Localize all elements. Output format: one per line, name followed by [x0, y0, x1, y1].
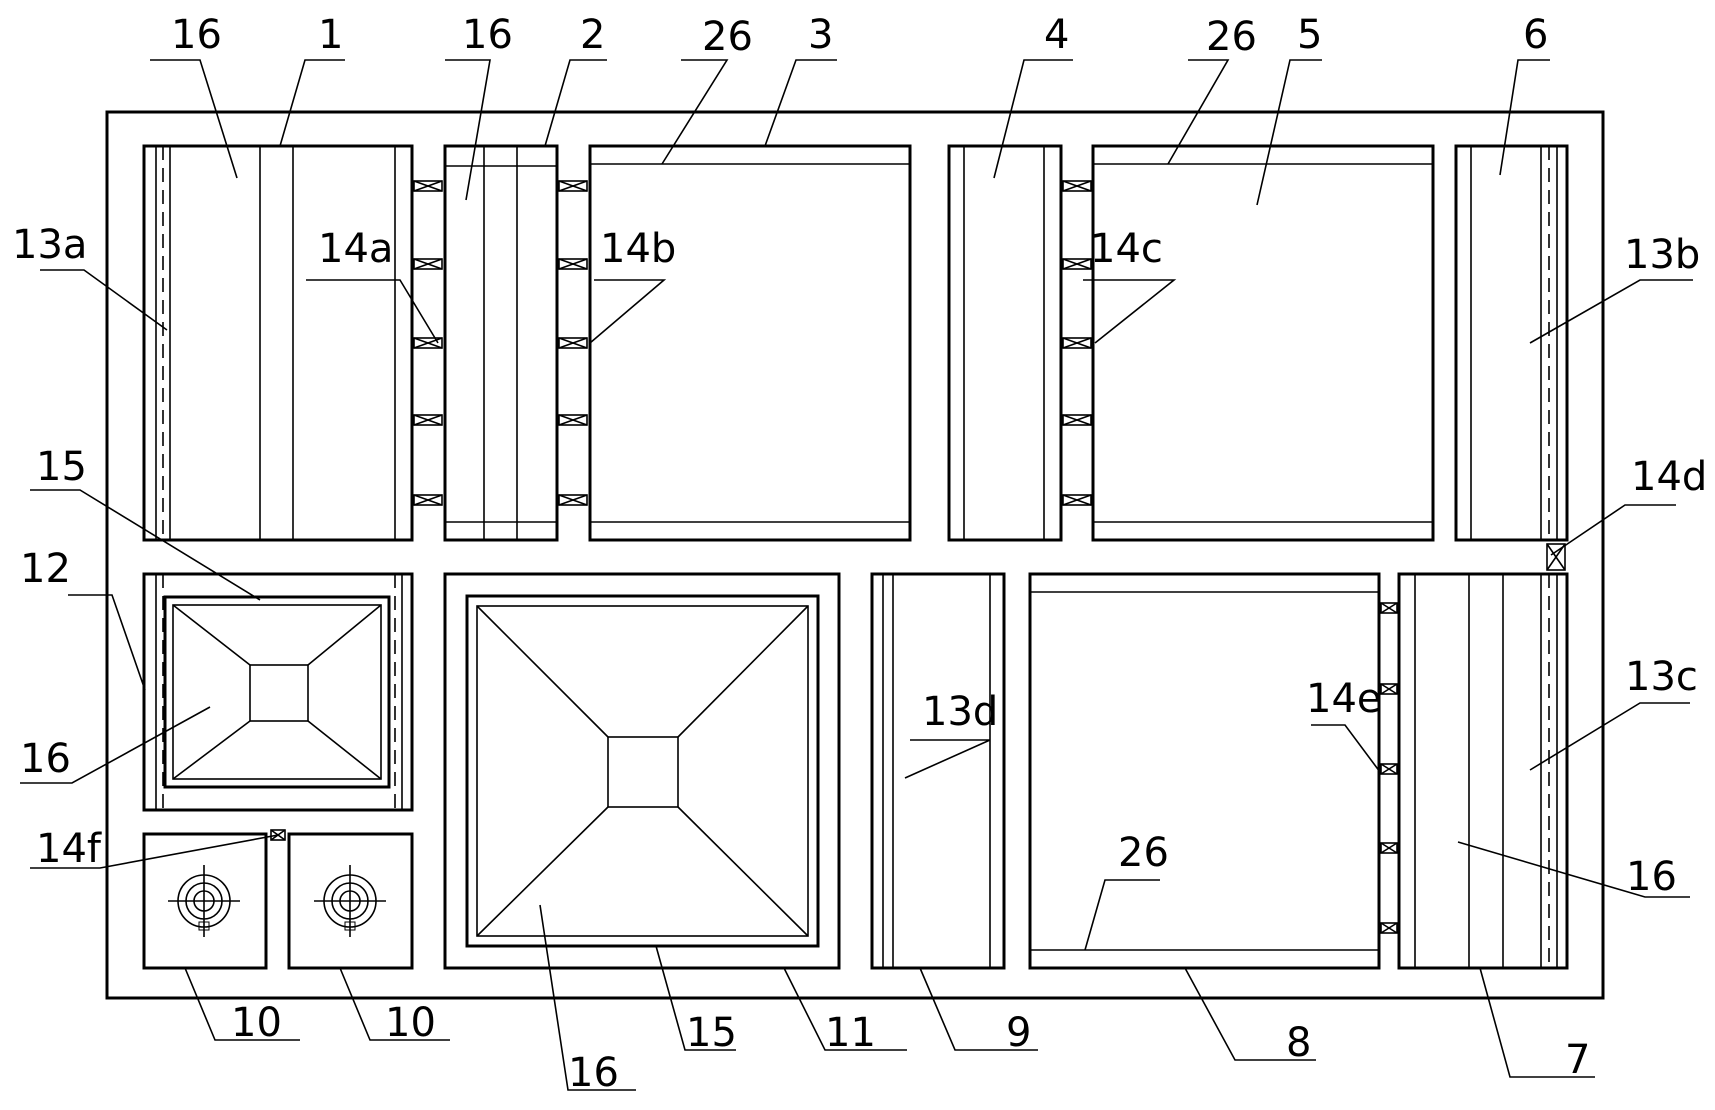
valve-symbol	[413, 258, 443, 270]
valve-cross	[1062, 494, 1092, 506]
component-12	[142, 572, 414, 812]
label-13a: 13a	[12, 222, 87, 268]
label-13c: 13c	[1625, 654, 1698, 700]
component-2	[443, 144, 559, 542]
label-14c: 14c	[1090, 226, 1163, 272]
valve-cross	[1380, 842, 1398, 854]
label-10: 10	[385, 1000, 436, 1046]
valve-cross	[1380, 602, 1398, 614]
component-9	[870, 572, 1006, 970]
valve-group	[270, 180, 1566, 934]
label-16: 16	[568, 1050, 619, 1096]
valve-symbol	[558, 494, 588, 506]
label-11: 11	[825, 1010, 876, 1056]
valve-cross	[413, 337, 443, 349]
valve-cross	[1380, 922, 1398, 934]
valve-cross	[413, 494, 443, 506]
valve-cross	[413, 414, 443, 426]
valve-cross	[413, 180, 443, 192]
valve-cross	[1062, 180, 1092, 192]
valve-symbol	[558, 258, 588, 270]
valve-symbol	[270, 829, 286, 841]
valve-symbol	[1546, 543, 1566, 571]
leader-lines	[20, 59, 1693, 1091]
valve-symbol	[413, 337, 443, 349]
valve-cross	[558, 180, 588, 192]
valve-symbol	[1062, 258, 1092, 270]
valve-cross	[558, 494, 588, 506]
label-group: 16 1 16 2 26 3 4 26 5 6 13a 14a 14b 14c …	[12, 12, 1707, 1096]
label-14d: 14d	[1631, 454, 1707, 500]
valve-symbol	[413, 494, 443, 506]
component-7	[1397, 572, 1569, 970]
label-12: 12	[20, 546, 71, 592]
component-4	[947, 144, 1063, 542]
valve-symbol	[1380, 922, 1398, 934]
component-10-left	[142, 832, 268, 970]
label-15: 15	[686, 1010, 737, 1056]
label-16: 16	[462, 12, 513, 58]
valve-cross	[558, 337, 588, 349]
valve-symbol	[1062, 180, 1092, 192]
valve-symbol	[558, 337, 588, 349]
component-10-right	[287, 832, 414, 970]
label-16: 16	[1626, 854, 1677, 900]
valve-symbol	[1380, 842, 1398, 854]
component-1	[142, 144, 414, 542]
label-14a: 14a	[318, 226, 393, 272]
valve-symbol	[558, 180, 588, 192]
label-6: 6	[1523, 12, 1548, 58]
label-14e: 14e	[1306, 676, 1382, 722]
label-10: 10	[231, 1000, 282, 1046]
valve-cross	[1380, 683, 1398, 695]
valve-cross	[558, 414, 588, 426]
component-6	[1454, 144, 1569, 542]
valve-cross	[1380, 763, 1398, 775]
label-26: 26	[1118, 830, 1169, 876]
valve-symbol	[1380, 602, 1398, 614]
component-8	[1028, 572, 1381, 970]
valve-cross	[1062, 258, 1092, 270]
label-15: 15	[36, 444, 87, 490]
valve-symbol	[1380, 763, 1398, 775]
valve-symbol	[413, 180, 443, 192]
valve-cross	[558, 258, 588, 270]
label-5: 5	[1297, 12, 1322, 58]
label-1: 1	[318, 12, 343, 58]
valve-cross	[1062, 337, 1092, 349]
label-3: 3	[808, 12, 833, 58]
outer-frame	[105, 110, 1605, 1000]
label-16: 16	[171, 12, 222, 58]
label-16: 16	[20, 736, 71, 782]
component-11	[443, 572, 841, 970]
valve-symbol	[1062, 414, 1092, 426]
component-5	[1091, 144, 1435, 542]
component-3	[588, 144, 912, 542]
label-8: 8	[1286, 1020, 1311, 1066]
valve-symbol	[1380, 683, 1398, 695]
valve-symbol	[1062, 337, 1092, 349]
valve-symbol	[558, 414, 588, 426]
label-14b: 14b	[600, 226, 676, 272]
label-26: 26	[702, 14, 753, 60]
label-4: 4	[1044, 12, 1069, 58]
label-26: 26	[1206, 14, 1257, 60]
label-13d: 13d	[922, 689, 998, 735]
valve-cross	[1062, 414, 1092, 426]
valve-symbol	[1062, 494, 1092, 506]
label-14f: 14f	[36, 826, 102, 872]
valve-cross	[413, 258, 443, 270]
label-2: 2	[580, 12, 605, 58]
label-7: 7	[1565, 1037, 1590, 1083]
label-9: 9	[1006, 1010, 1031, 1056]
label-13b: 13b	[1624, 232, 1700, 278]
valve-symbol	[413, 414, 443, 426]
